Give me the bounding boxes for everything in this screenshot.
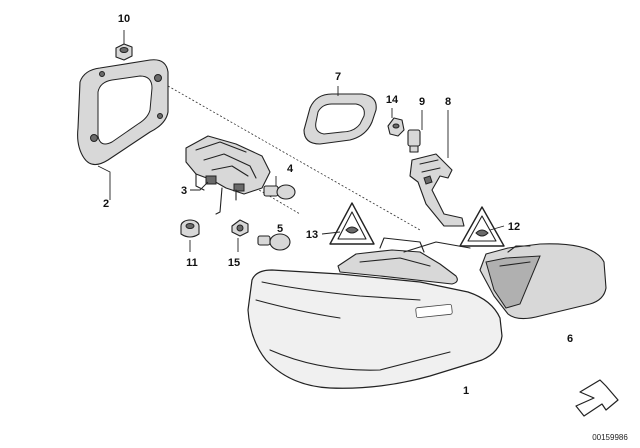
part-10-grommet	[115, 43, 133, 61]
part-8-bracket	[409, 153, 465, 227]
callout-13: 13	[306, 229, 318, 241]
assembly-line-2	[241, 179, 301, 215]
part-1-tail-light-housing	[247, 237, 503, 389]
part-7-seal	[303, 93, 377, 145]
part-14-nut	[387, 117, 405, 137]
part-6-inner-tail-light	[479, 243, 607, 320]
assembly-line	[167, 85, 421, 231]
callout-10: 10	[118, 13, 130, 25]
callout-7: 7	[335, 71, 341, 83]
part-9-bulb	[407, 129, 421, 153]
callout-1: 1	[463, 385, 469, 397]
callout-8: 8	[445, 96, 451, 108]
part-15-socket	[231, 219, 249, 237]
part-5-bulb	[257, 233, 291, 251]
orientation-arrow-icon	[575, 379, 619, 417]
part-3-bulb-carrier	[185, 135, 271, 215]
callout-6: 6	[567, 333, 573, 345]
part-12-warning-label	[459, 206, 505, 247]
callout-9: 9	[419, 96, 425, 108]
part-13-warning-label	[329, 202, 375, 245]
callout-12: 12	[508, 221, 520, 233]
callout-5: 5	[277, 223, 283, 235]
part-4-bulb	[263, 184, 296, 200]
callout-4: 4	[287, 163, 294, 175]
part-2-gasket	[77, 59, 169, 166]
callout-2: 2	[103, 198, 109, 210]
part-11-socket	[180, 219, 200, 238]
callout-3: 3	[181, 185, 187, 197]
callout-14: 14	[386, 94, 399, 106]
callout-15: 15	[228, 257, 240, 269]
leader-lines	[97, 30, 505, 252]
document-id: 00159986	[592, 433, 628, 442]
callout-11: 11	[186, 257, 198, 269]
